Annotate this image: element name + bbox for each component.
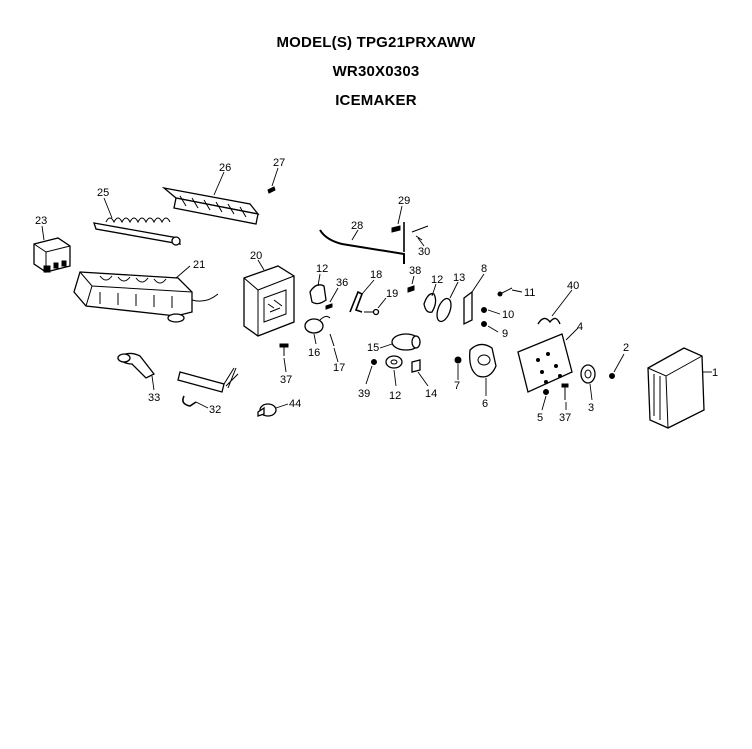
part-2-screw [609,353,625,379]
callout-8: 8 [481,263,487,275]
callout-29: 29 [398,195,410,207]
part-17-wire [329,333,339,363]
model-title: MODEL(S) TPG21PRXAWW [276,34,476,51]
part-3-gear [580,364,596,401]
part-19-screw [364,297,387,316]
part-15-thermostat [379,333,421,351]
callout-12-c: 12 [389,390,401,402]
part-28-arm [319,222,405,264]
callout-10: 10 [502,309,514,321]
part-11-screw [497,287,523,297]
part-44-knob [257,403,289,417]
callout-25: 25 [97,187,109,199]
callout-13: 13 [453,272,465,284]
part-27-screw [267,167,279,194]
part-12-cam-b [423,283,437,313]
part-36-screw [325,287,339,310]
part-5-screw [541,389,549,411]
callout-18: 18 [370,269,382,281]
callout-2: 2 [623,342,629,354]
callout-36: 36 [336,277,348,289]
part-38-screw [407,275,415,293]
part-10-washer [481,307,501,315]
part-7-screw [454,356,462,380]
callout-23: 23 [35,215,47,227]
callout-37-b: 37 [559,412,571,424]
callout-30: 30 [418,246,430,258]
callout-4: 4 [577,321,583,333]
callout-37-a: 37 [280,374,292,386]
part-16-motor [304,315,331,345]
callout-33: 33 [148,392,160,404]
part-39-screw [365,359,377,385]
part-1-cover [647,347,712,429]
callout-12-a: 12 [316,263,328,275]
callout-17: 17 [333,362,345,374]
callout-5: 5 [537,412,543,424]
callout-19: 19 [386,288,398,300]
callout-32: 32 [209,404,221,416]
part-23-bracket [33,225,71,273]
part-25-heater [93,197,181,246]
callout-20: 20 [250,250,262,262]
callout-40: 40 [567,280,579,292]
part-13-switch [436,281,459,323]
part-4-plate [517,327,579,393]
callout-7: 7 [454,380,460,392]
callout-14: 14 [425,388,437,400]
part-32-clip [182,395,209,409]
wire-harness [177,367,239,393]
callout-1: 1 [712,367,718,379]
callout-26: 26 [219,162,231,174]
callout-44: 44 [289,398,301,410]
part-20-housing [243,259,295,337]
part-29-clip [391,205,403,233]
part-21-mold [73,265,219,323]
part-26-ejector [161,171,260,225]
part-40-clip [537,289,573,325]
callout-27: 27 [273,157,285,169]
callout-labels: 26 27 25 23 21 20 29 28 30 12 36 18 19 3… [35,157,718,424]
callout-11: 11 [524,287,535,299]
callout-6: 6 [482,398,488,410]
callout-3: 3 [588,402,594,414]
part-30-spring [411,225,429,247]
part-12-cam-c [385,355,403,387]
callout-28: 28 [351,220,363,232]
callout-12-b: 12 [431,274,443,286]
part-8-bracket [463,273,485,326]
part-9-screw [481,321,499,333]
part-37-screw-a [279,343,289,373]
callout-21: 21 [193,259,205,271]
callout-15: 15 [367,342,379,354]
part-18-lever [349,279,375,313]
part-14-clip [411,359,429,387]
callout-9: 9 [502,328,508,340]
part-12-cam-a [309,273,327,305]
part-6-motor [469,343,497,396]
callout-38: 38 [409,265,421,277]
callout-16: 16 [308,347,320,359]
part-number: WR30X0303 [332,63,420,80]
part-33-fill-tube [117,352,155,391]
diagram-header: MODEL(S) TPG21PRXAWW WR30X0303 ICEMAKER [0,28,752,115]
part-37-screw-b [561,383,569,410]
assembly-name: ICEMAKER [335,92,417,109]
callout-39: 39 [358,388,370,400]
